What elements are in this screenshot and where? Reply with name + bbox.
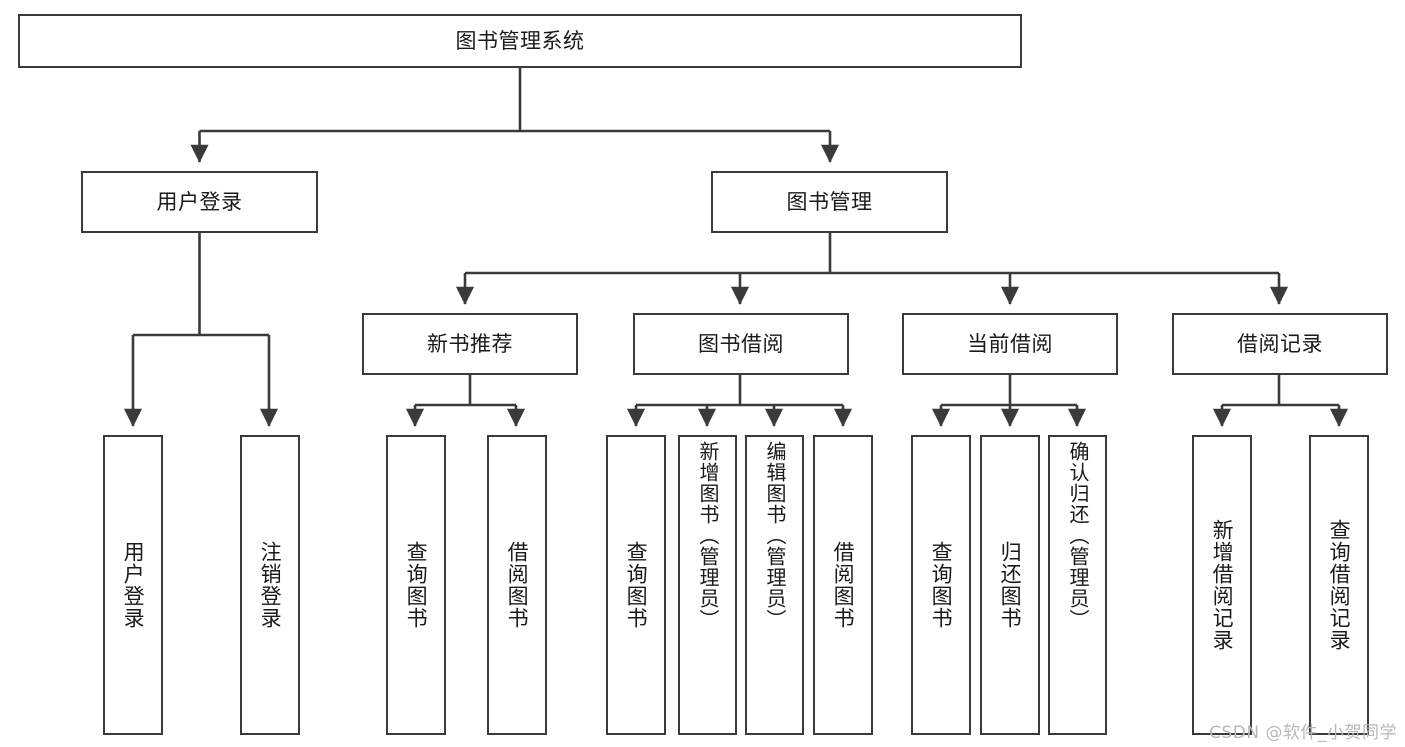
csdn-watermark: CSDN @软件_小贺同学: [1209, 723, 1397, 743]
node-leaf-edit-book-label: 编辑图书（管理员）: [763, 441, 787, 630]
node-leaf-add-book-label: 新增图书（管理员）: [696, 441, 720, 630]
node-leaf-edit-book[interactable]: 编辑图书（管理员）: [745, 435, 804, 735]
node-new-book-recommend-label: 新书推荐: [427, 331, 513, 356]
node-leaf-add-record[interactable]: 新增借阅记录: [1192, 435, 1252, 735]
node-leaf-query-record[interactable]: 查询借阅记录: [1309, 435, 1369, 735]
node-current-borrow-label: 当前借阅: [967, 331, 1053, 356]
node-leaf-borrow-book-2[interactable]: 借阅图书: [813, 435, 873, 735]
node-leaf-user-login-label: 用户登录: [121, 541, 146, 629]
node-current-borrow[interactable]: 当前借阅: [902, 313, 1118, 375]
node-book-borrow-label: 图书借阅: [698, 331, 784, 356]
node-leaf-user-login[interactable]: 用户登录: [103, 435, 163, 735]
node-leaf-return-book[interactable]: 归还图书: [980, 435, 1040, 735]
node-leaf-query-book-2-label: 查询图书: [624, 541, 649, 629]
node-leaf-borrow-book-1[interactable]: 借阅图书: [487, 435, 547, 735]
node-leaf-query-record-label: 查询借阅记录: [1327, 519, 1352, 651]
node-leaf-query-book-1-label: 查询图书: [404, 541, 429, 629]
node-book-management-label: 图书管理: [786, 189, 873, 214]
node-leaf-logout-login[interactable]: 注销登录: [240, 435, 300, 735]
node-new-book-recommend[interactable]: 新书推荐: [362, 313, 578, 375]
node-book-borrow[interactable]: 图书借阅: [633, 313, 849, 375]
node-leaf-confirm-return-label: 确认归还（管理员）: [1066, 441, 1090, 630]
node-borrow-record[interactable]: 借阅记录: [1172, 313, 1388, 375]
node-root-label: 图书管理系统: [455, 28, 585, 53]
node-root[interactable]: 图书管理系统: [18, 14, 1022, 68]
node-leaf-return-book-label: 归还图书: [998, 541, 1023, 629]
node-leaf-query-book-2[interactable]: 查询图书: [606, 435, 666, 735]
node-user-login-label: 用户登录: [156, 189, 243, 214]
node-leaf-logout-login-label: 注销登录: [258, 541, 283, 629]
node-user-login[interactable]: 用户登录: [81, 171, 318, 233]
node-leaf-borrow-book-1-label: 借阅图书: [505, 541, 530, 629]
node-leaf-add-book[interactable]: 新增图书（管理员）: [678, 435, 737, 735]
node-leaf-query-book-1[interactable]: 查询图书: [386, 435, 446, 735]
node-leaf-confirm-return[interactable]: 确认归还（管理员）: [1048, 435, 1107, 735]
node-leaf-query-book-3-label: 查询图书: [929, 541, 954, 629]
node-book-management[interactable]: 图书管理: [711, 171, 948, 233]
node-leaf-add-record-label: 新增借阅记录: [1210, 519, 1235, 651]
node-leaf-query-book-3[interactable]: 查询图书: [911, 435, 971, 735]
node-leaf-borrow-book-2-label: 借阅图书: [831, 541, 856, 629]
node-borrow-record-label: 借阅记录: [1237, 331, 1323, 356]
